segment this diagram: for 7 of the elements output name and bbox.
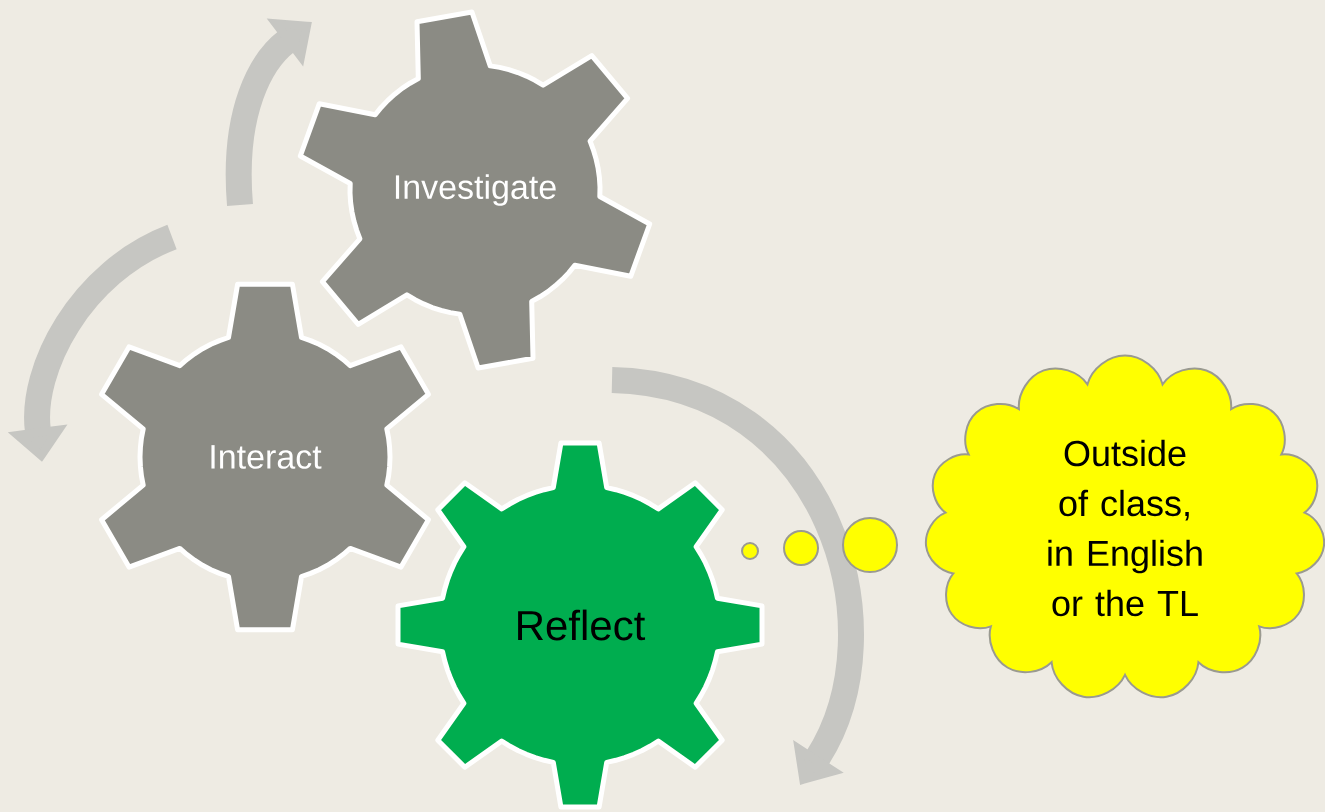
thought-bubble — [783, 530, 819, 566]
gear: Interact — [99, 281, 431, 633]
thought-bubble — [842, 517, 898, 573]
thought-bubble — [741, 542, 759, 560]
gear: Investigate — [297, 9, 653, 371]
thought-cloud: Outside of class, in English or the TL — [924, 354, 1325, 699]
gear: Reflect — [395, 440, 765, 810]
